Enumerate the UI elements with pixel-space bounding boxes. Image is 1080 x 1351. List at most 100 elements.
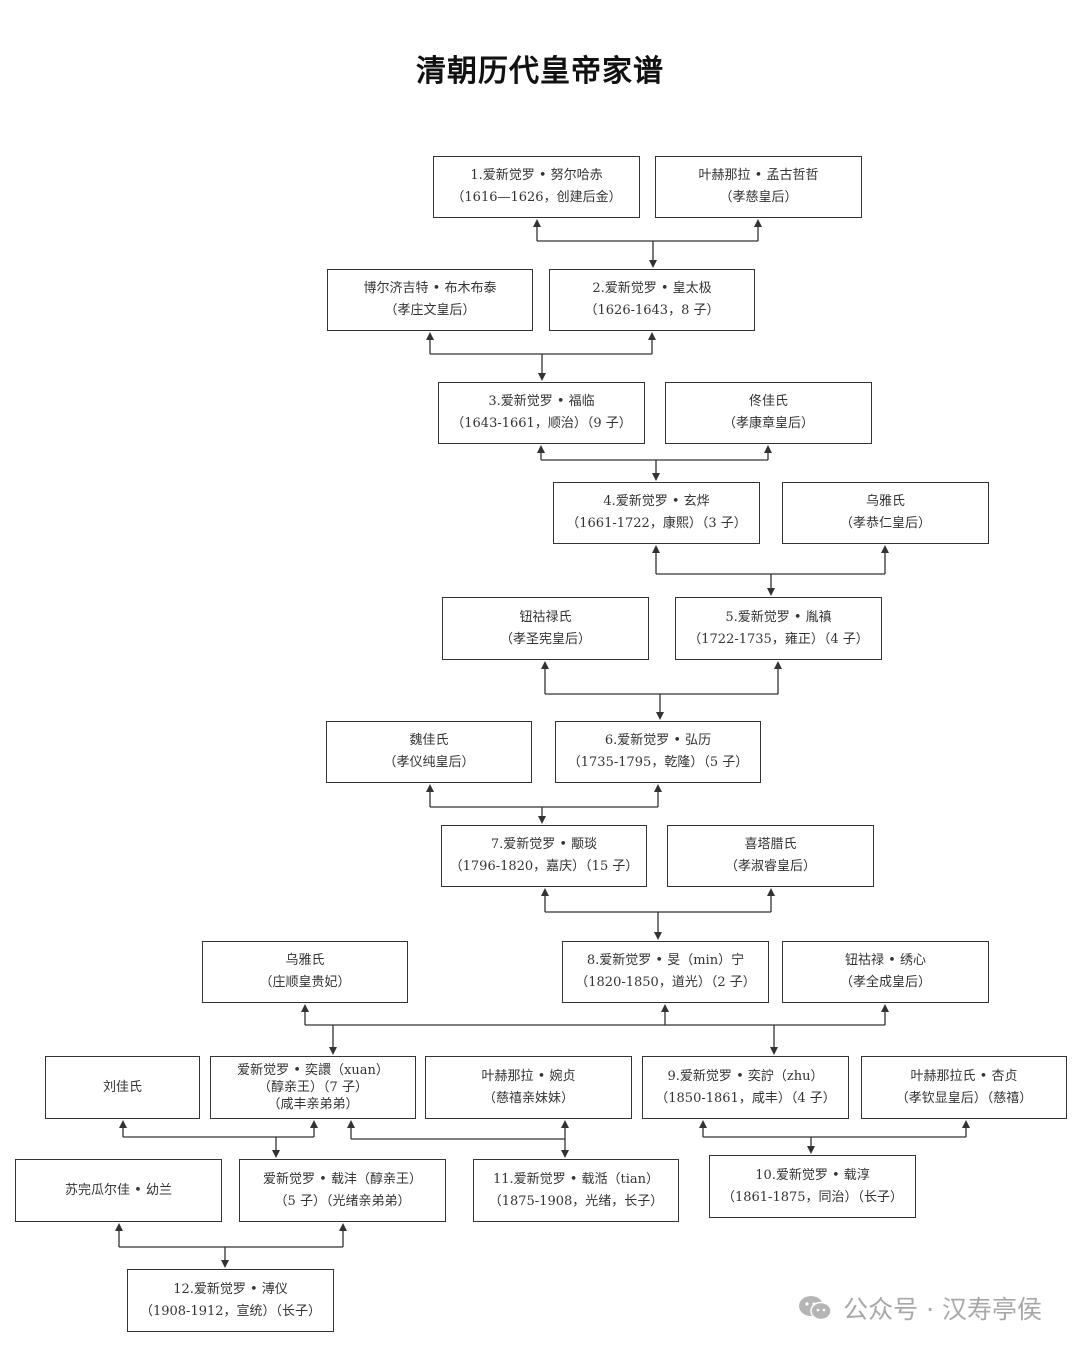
link-arrow (561, 1150, 569, 1158)
node-line: （孝圣宪皇后） (499, 631, 591, 647)
link-arrow (310, 1120, 318, 1128)
node-line: 6.爱新觉罗 • 弘历 (604, 733, 712, 748)
link-arrow (652, 545, 660, 553)
link-arrow (541, 661, 549, 669)
node-wanzhen: 叶赫那拉 • 婉贞（慈禧亲妹妹） (425, 1056, 632, 1119)
node-xingzhen: 叶赫那拉氏 • 杏贞（孝钦显皇后）（慈禧） (861, 1056, 1067, 1119)
node-wuya-2: 乌雅氏（庄顺皇贵妃） (202, 941, 408, 1003)
node-bumbutai: 博尔济吉特 • 布木布泰 （孝庄文皇后） (327, 269, 533, 331)
node-line: 钮祜禄氏 (519, 609, 572, 625)
node-line: 魏佳氏 (409, 733, 449, 748)
link-arrow (962, 1120, 970, 1128)
node-line: （孝仪纯皇后） (383, 755, 475, 770)
link-arrow (533, 219, 541, 227)
page-title: 清朝历代皇帝家谱 (416, 54, 664, 89)
link-arrow (754, 219, 762, 227)
link-arrow (661, 1004, 669, 1012)
link-arrow (561, 1120, 569, 1128)
node-xitala: 喜塔腊氏 （孝淑睿皇后） (667, 825, 874, 887)
node-zaifeng: 爱新觉罗 • 载沣（醇亲王）（5 子）（光绪亲弟弟） (239, 1159, 446, 1222)
node-line: （孝淑睿皇后） (724, 859, 816, 874)
link-arrow (339, 1223, 347, 1231)
node-line: 爱新觉罗 • 奕譞（xuan） (237, 1063, 389, 1078)
link-arrow (119, 1120, 127, 1128)
link-arrow (426, 332, 434, 340)
link-arrow (770, 1047, 778, 1055)
node-line: （孝恭仁皇后） (839, 516, 931, 531)
node-yinzhen: 5.爱新觉罗 • 胤禛 （1722-1735，雍正）（4 子） (675, 597, 882, 660)
node-line: （1626-1643，8 子） (584, 303, 720, 318)
node-line: （孝慈皇后） (719, 190, 798, 205)
node-line: （咸丰亲弟弟） (267, 1097, 359, 1112)
node-niohuru-xiuxin: 钮祜禄 • 绣心（孝全成皇后） (782, 941, 989, 1003)
node-line: （庄顺皇贵妃） (259, 975, 351, 990)
node-yongyan: 7.爱新觉罗 • 颙琰 （1796-1820，嘉庆）（15 子） (441, 825, 647, 887)
node-line: （孝钦显皇后）（慈禧） (895, 1090, 1033, 1106)
node-line: 叶赫那拉 • 孟古哲哲 (698, 168, 819, 183)
link-arrow (538, 373, 546, 381)
node-line: 佟佳氏 (748, 394, 788, 409)
node-line: 2.爱新觉罗 • 皇太极 (592, 281, 712, 296)
node-line: （1908-1912，宣统）（长子） (139, 1303, 322, 1319)
node-line: （1722-1735，雍正）（4 子） (688, 631, 869, 647)
node-line: 3.爱新觉罗 • 福临 (488, 394, 595, 409)
node-line: 12.爱新觉罗 • 溥仪 (173, 1281, 288, 1297)
node-line: （孝庄文皇后） (384, 303, 476, 318)
node-line: （慈禧亲妹妹） (482, 1090, 574, 1106)
wechat-icon (799, 1296, 832, 1321)
link-arrow (654, 932, 662, 940)
link-arrow (656, 712, 664, 720)
link-arrow (767, 888, 775, 896)
link-arrow (807, 1146, 815, 1154)
node-liujia: 刘佳氏 (45, 1056, 200, 1119)
link-arrow (764, 445, 772, 453)
node-minning: 8.爱新觉罗 • 旻（min）宁 （1820-1850，道光）（2 子） (562, 941, 769, 1003)
node-line: （5 子）（光绪亲弟弟） (274, 1193, 411, 1209)
node-menggu-zhezhe: 叶赫那拉 • 孟古哲哲 （孝慈皇后） (655, 156, 862, 218)
node-line: 7.爱新觉罗 • 颙琰 (490, 837, 598, 852)
link-arrow (347, 1120, 355, 1128)
link-arrow (648, 332, 656, 340)
node-line: 喜塔腊氏 (744, 837, 797, 852)
node-line: 博尔济吉特 • 布木布泰 (363, 281, 497, 296)
node-weijia: 魏佳氏 （孝仪纯皇后） (326, 721, 532, 783)
node-line: 4.爱新觉罗 • 玄烨 (603, 494, 710, 509)
node-line: （孝康章皇后） (722, 416, 814, 431)
link-arrow (652, 473, 660, 481)
node-youlan: 苏完瓜尔佳 • 幼兰 (15, 1159, 222, 1222)
link-arrow (538, 816, 546, 824)
node-niohuru-1: 钮祜禄氏 （孝圣宪皇后） (442, 597, 649, 660)
node-line: 9.爱新觉罗 • 奕詝（zhu） (667, 1068, 824, 1084)
node-line: （1796-1820，嘉庆）（15 子） (449, 859, 639, 874)
node-line: （1820-1850，道光）（2 子） (575, 975, 756, 990)
node-yixuan: 爱新觉罗 • 奕譞（xuan） （醇亲王）（7 子） （咸丰亲弟弟） (210, 1056, 416, 1119)
node-line: 钮祜禄 • 绣心 (845, 953, 926, 968)
node-wuya-1: 乌雅氏 （孝恭仁皇后） (782, 482, 989, 544)
node-zaitian: 11.爱新觉罗 • 载湉（tian） （1875-1908，光绪，长子） (473, 1159, 679, 1222)
node-nurhaci: 1.爱新觉罗 • 努尔哈赤（1616—1626，创建后金） (433, 156, 640, 218)
link-arrow (272, 1150, 280, 1158)
node-line: 10.爱新觉罗 • 载淳 (755, 1167, 870, 1183)
link-arrow (329, 1047, 337, 1055)
link-arrow (426, 784, 434, 792)
node-line: （1850-1861，咸丰）（4 子） (655, 1090, 836, 1106)
watermark-text: 公众号 · 汉寿亭侯 (843, 1295, 1042, 1324)
link-arrow (654, 784, 662, 792)
link-arrow (301, 1004, 309, 1012)
node-line: （1643-1661，顺治）（9 子） (451, 416, 632, 431)
node-line: 乌雅氏 (865, 494, 905, 509)
link-arrow (881, 545, 889, 553)
link-arrow (699, 1120, 707, 1128)
node-fulin: 3.爱新觉罗 • 福临 （1643-1661，顺治）（9 子） (438, 382, 645, 444)
node-line: 5.爱新觉罗 • 胤禛 (725, 609, 832, 625)
node-line: 11.爱新觉罗 • 载湉（tian） (492, 1171, 660, 1187)
link-arrow (541, 888, 549, 896)
node-line: （1861-1875，同治）（长子） (721, 1189, 904, 1205)
node-line: （1875-1908，光绪，长子） (488, 1193, 664, 1209)
node-line: 8.爱新觉罗 • 旻（min）宁 (586, 953, 745, 968)
node-line: （醇亲王）（7 子） (258, 1080, 368, 1095)
node-tongjia: 佟佳氏 （孝康章皇后） (665, 382, 872, 444)
link-arrow (774, 661, 782, 669)
node-yizhu: 9.爱新觉罗 • 奕詝（zhu） （1850-1861，咸丰）（4 子） (642, 1056, 849, 1119)
